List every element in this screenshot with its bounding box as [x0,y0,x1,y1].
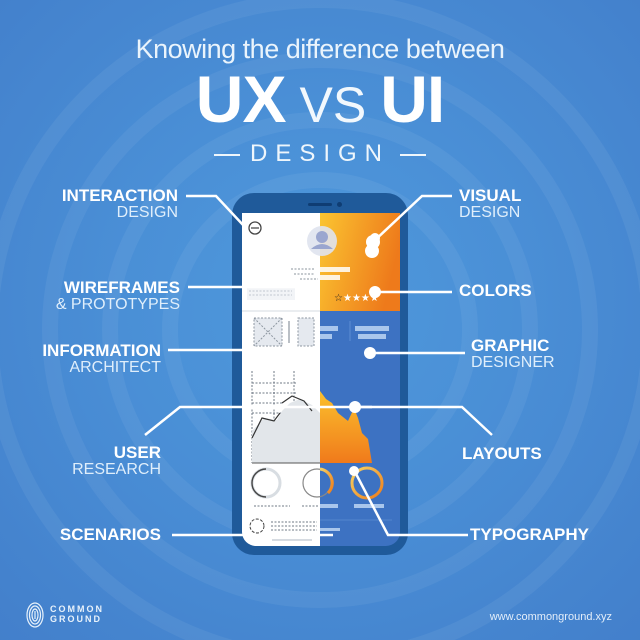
label-wireframes-prototypes: WIREFRAMES & PROTOTYPES [55,278,180,313]
subtitle-text: DESIGN [249,140,390,167]
label-graphic-designer: GRAPHIC DESIGNER [471,336,555,371]
title-vs: VS [299,77,367,133]
phone-speaker [308,203,332,206]
svg-text:☆: ☆ [334,293,343,304]
brand-line2: GROUND [50,614,102,624]
website-url: www.commonground.xyz [489,611,612,623]
brand-line1: COMMON [50,604,104,615]
title-ux: UX [195,62,287,136]
phone-screen: ☆ ★★★★ [242,213,400,546]
brand-logo: COMMON GROUND [26,602,104,628]
intro-heading: Knowing the difference between [135,34,505,64]
label-user-research: USER RESEARCH [72,443,161,478]
label-information-architect: INFORMATION ARCHITECT [42,341,161,376]
dash-left [213,153,240,156]
label-colors: COLORS [459,281,532,300]
dash-right [400,153,426,156]
label-typography: TYPOGRAPHY [470,525,590,544]
phone-camera [337,202,342,207]
label-visual-design: VISUAL DESIGN [459,186,522,221]
subtitle: DESIGN [0,140,640,168]
svg-text:★★★★: ★★★★ [343,293,379,304]
title-ui: UI [380,62,445,136]
label-scenarios: SCENARIOS [59,525,161,544]
label-layouts: LAYOUTS [462,444,542,463]
label-interaction-design: INTERACTION DESIGN [61,186,178,221]
fingerprint-icon [26,602,44,628]
